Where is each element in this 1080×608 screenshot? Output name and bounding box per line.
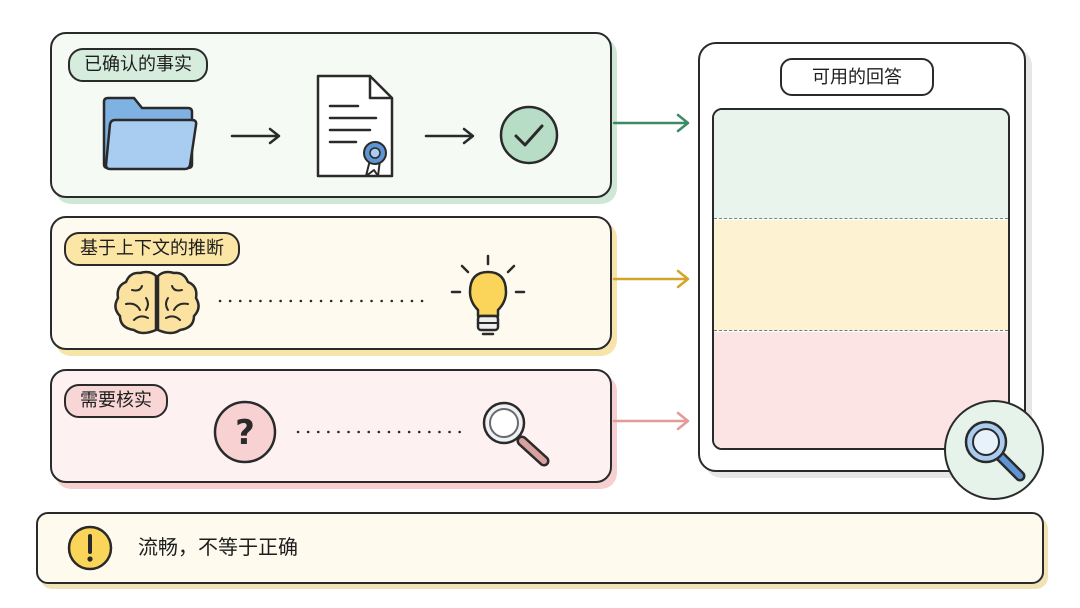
dotted-line (218, 299, 434, 303)
confirmed-facts-panel: 已确认的事实 (50, 32, 612, 198)
question-circle-icon: ? (213, 400, 277, 464)
dotted-line (296, 430, 462, 434)
answer-title: 可用的回答 (780, 58, 934, 96)
inference-tag: 基于上下文的推断 (64, 232, 240, 266)
arrow-right-icon (612, 411, 690, 431)
brain-icon (114, 270, 200, 335)
check-circle-icon (499, 105, 559, 165)
verify-panel: 需要核实 ? (50, 369, 612, 483)
answer-magnifier-badge (944, 400, 1044, 500)
exclamation-circle-icon (67, 525, 113, 571)
warning-bar: 流畅，不等于正确 (36, 512, 1044, 584)
verify-tag: 需要核实 (64, 384, 168, 418)
arrow-right-icon (612, 269, 690, 289)
answer-card: 可用的回答 (698, 42, 1026, 472)
arrow-right-icon (424, 127, 475, 145)
arrow-right-icon (230, 127, 281, 145)
certificate-document-icon (316, 74, 394, 178)
confirmed-facts-tag: 已确认的事实 (68, 48, 208, 82)
arrow-right-icon (612, 113, 690, 133)
magnifier-icon (482, 401, 550, 467)
lightbulb-icon (450, 254, 526, 336)
inference-panel: 基于上下文的推断 (50, 216, 612, 350)
answer-slots (712, 108, 1010, 450)
answer-slot-inference (714, 220, 1008, 331)
answer-slot-confirmed (714, 110, 1008, 219)
warning-text: 流畅，不等于正确 (138, 535, 298, 559)
svg-text:?: ? (235, 413, 255, 453)
magnifier-icon (964, 420, 1026, 482)
folder-icon (102, 96, 198, 171)
